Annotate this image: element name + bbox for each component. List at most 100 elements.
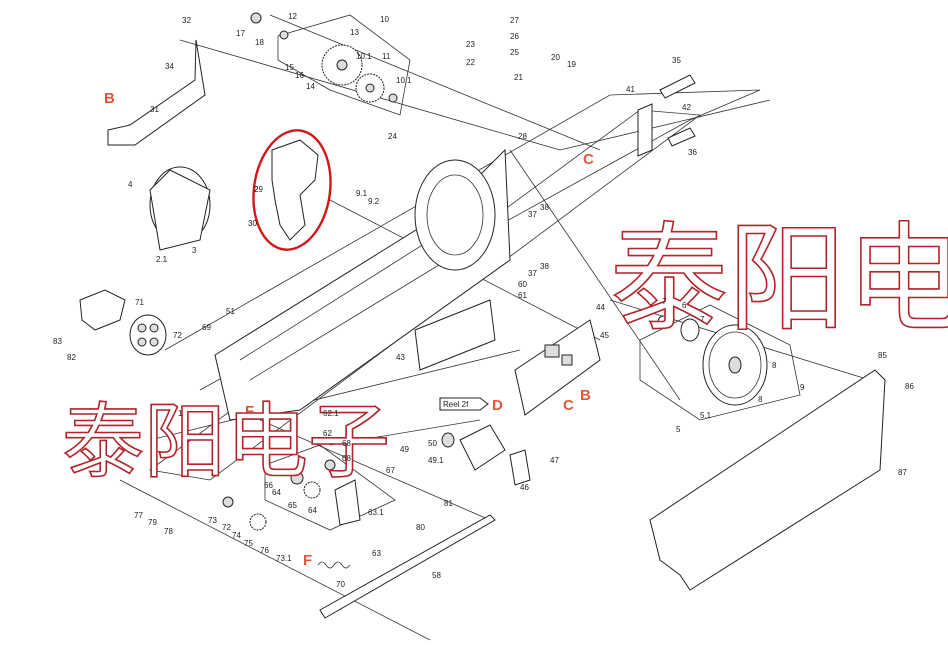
callout-10-1b: 10.1 xyxy=(396,76,412,85)
callout-9: 9 xyxy=(800,383,805,392)
section-letter-c: C xyxy=(583,151,594,168)
callout-21: 21 xyxy=(514,73,523,82)
callout-37b: 37 xyxy=(528,269,537,278)
callout-2-1: 2.1 xyxy=(156,255,168,264)
callout-2: 2 xyxy=(254,185,259,194)
callout-16: 16 xyxy=(295,71,304,80)
small-discs xyxy=(79,289,167,356)
callout-58: 58 xyxy=(432,571,441,580)
cover-plate xyxy=(649,369,886,591)
callout-68: 68 xyxy=(342,439,351,448)
callout-78: 78 xyxy=(164,527,173,536)
callout-31: 31 xyxy=(150,105,159,114)
section-letter-f2: F xyxy=(303,552,312,569)
callout-62: 62 xyxy=(323,429,332,438)
callout-5: 5 xyxy=(676,425,681,434)
callout-14: 14 xyxy=(306,82,315,91)
callout-61: 61 xyxy=(518,291,527,300)
callout-1: 1 xyxy=(178,409,183,418)
reel-wheel xyxy=(639,304,801,421)
bottom-rail xyxy=(319,514,496,619)
callout-68b: 68 xyxy=(342,454,351,463)
callout-49: 49 xyxy=(400,445,409,454)
callout-6: 6 xyxy=(682,301,687,310)
bracket-arm xyxy=(107,39,206,146)
reel-tag-label: Reel 2f xyxy=(443,400,469,409)
section-letter-c2: C xyxy=(563,397,574,414)
callout-47: 47 xyxy=(550,456,559,465)
gear-assembly xyxy=(250,12,411,116)
callout-labels: 2 2.1 3 4 5 5.1 6 7 7 8 8 9 10 10.1 10.1… xyxy=(53,12,914,589)
callout-7: 7 xyxy=(662,297,667,306)
callout-82: 82 xyxy=(67,353,76,362)
callout-8: 8 xyxy=(772,361,777,370)
callout-80: 80 xyxy=(416,523,425,532)
callout-41: 41 xyxy=(626,85,635,94)
callout-76: 76 xyxy=(260,546,269,555)
callout-73-1: 73.1 xyxy=(276,554,292,563)
callout-24: 24 xyxy=(388,132,397,141)
callout-7b: 7 xyxy=(700,315,705,324)
callout-66: 66 xyxy=(264,481,273,490)
callout-60: 60 xyxy=(518,280,527,289)
drive-motor xyxy=(441,424,531,486)
callout-81: 81 xyxy=(444,499,453,508)
shafts xyxy=(637,74,696,157)
callout-49-1: 49.1 xyxy=(428,456,444,465)
callout-19: 19 xyxy=(567,60,576,69)
callout-87: 87 xyxy=(898,468,907,477)
side-plate xyxy=(214,148,511,421)
callout-73: 73 xyxy=(208,516,217,525)
callout-38: 38 xyxy=(540,203,549,212)
callout-65: 65 xyxy=(288,501,297,510)
pcb-board xyxy=(514,319,601,416)
callout-18: 18 xyxy=(255,38,264,47)
callout-64: 64 xyxy=(272,488,281,497)
section-letter-b2: B xyxy=(580,387,591,404)
callout-10-1: 10.1 xyxy=(356,52,372,61)
reel-tag: Reel 2f xyxy=(439,397,489,411)
callout-4: 4 xyxy=(128,180,133,189)
cover-strip xyxy=(414,299,496,371)
callout-51: 51 xyxy=(226,307,235,316)
callout-70: 70 xyxy=(336,580,345,589)
callout-45: 45 xyxy=(600,331,609,340)
callout-26: 26 xyxy=(510,32,519,41)
callout-72: 72 xyxy=(173,331,182,340)
callout-62-1: 62.1 xyxy=(323,409,339,418)
callout-64b: 64 xyxy=(308,506,317,515)
callout-42: 42 xyxy=(682,103,691,112)
callout-13: 13 xyxy=(350,28,359,37)
section-letter-d: D xyxy=(492,397,503,414)
callout-43: 43 xyxy=(396,353,405,362)
callout-44: 44 xyxy=(596,303,605,312)
callout-17: 17 xyxy=(236,29,245,38)
callout-10: 10 xyxy=(380,15,389,24)
callout-32: 32 xyxy=(182,16,191,25)
callout-63-1: 63.1 xyxy=(368,508,384,517)
callout-46: 46 xyxy=(520,483,529,492)
callout-71: 71 xyxy=(135,298,144,307)
callout-85: 85 xyxy=(878,351,887,360)
callout-50: 50 xyxy=(428,439,437,448)
callout-63: 63 xyxy=(372,549,381,558)
callout-29: 29 xyxy=(254,185,263,194)
callout-9-1: 9.1 xyxy=(356,189,368,198)
callout-72b: 72 xyxy=(222,523,231,532)
callout-11: 11 xyxy=(382,52,391,61)
callout-86: 86 xyxy=(905,382,914,391)
callout-75: 75 xyxy=(244,539,253,548)
callout-5-1: 5.1 xyxy=(700,411,712,420)
callout-36: 36 xyxy=(688,148,697,157)
callout-30: 30 xyxy=(248,219,257,228)
callout-79: 79 xyxy=(148,518,157,527)
callout-69: 69 xyxy=(202,323,211,332)
watermark-right: 泰阳电子 xyxy=(610,210,948,348)
callout-9-2: 9.2 xyxy=(368,197,380,206)
callout-15: 15 xyxy=(285,63,294,72)
lower-gears xyxy=(222,444,396,531)
watermark-left: 泰阳电子 xyxy=(62,395,390,490)
callout-20: 20 xyxy=(551,53,560,62)
callout-23: 23 xyxy=(466,40,475,49)
